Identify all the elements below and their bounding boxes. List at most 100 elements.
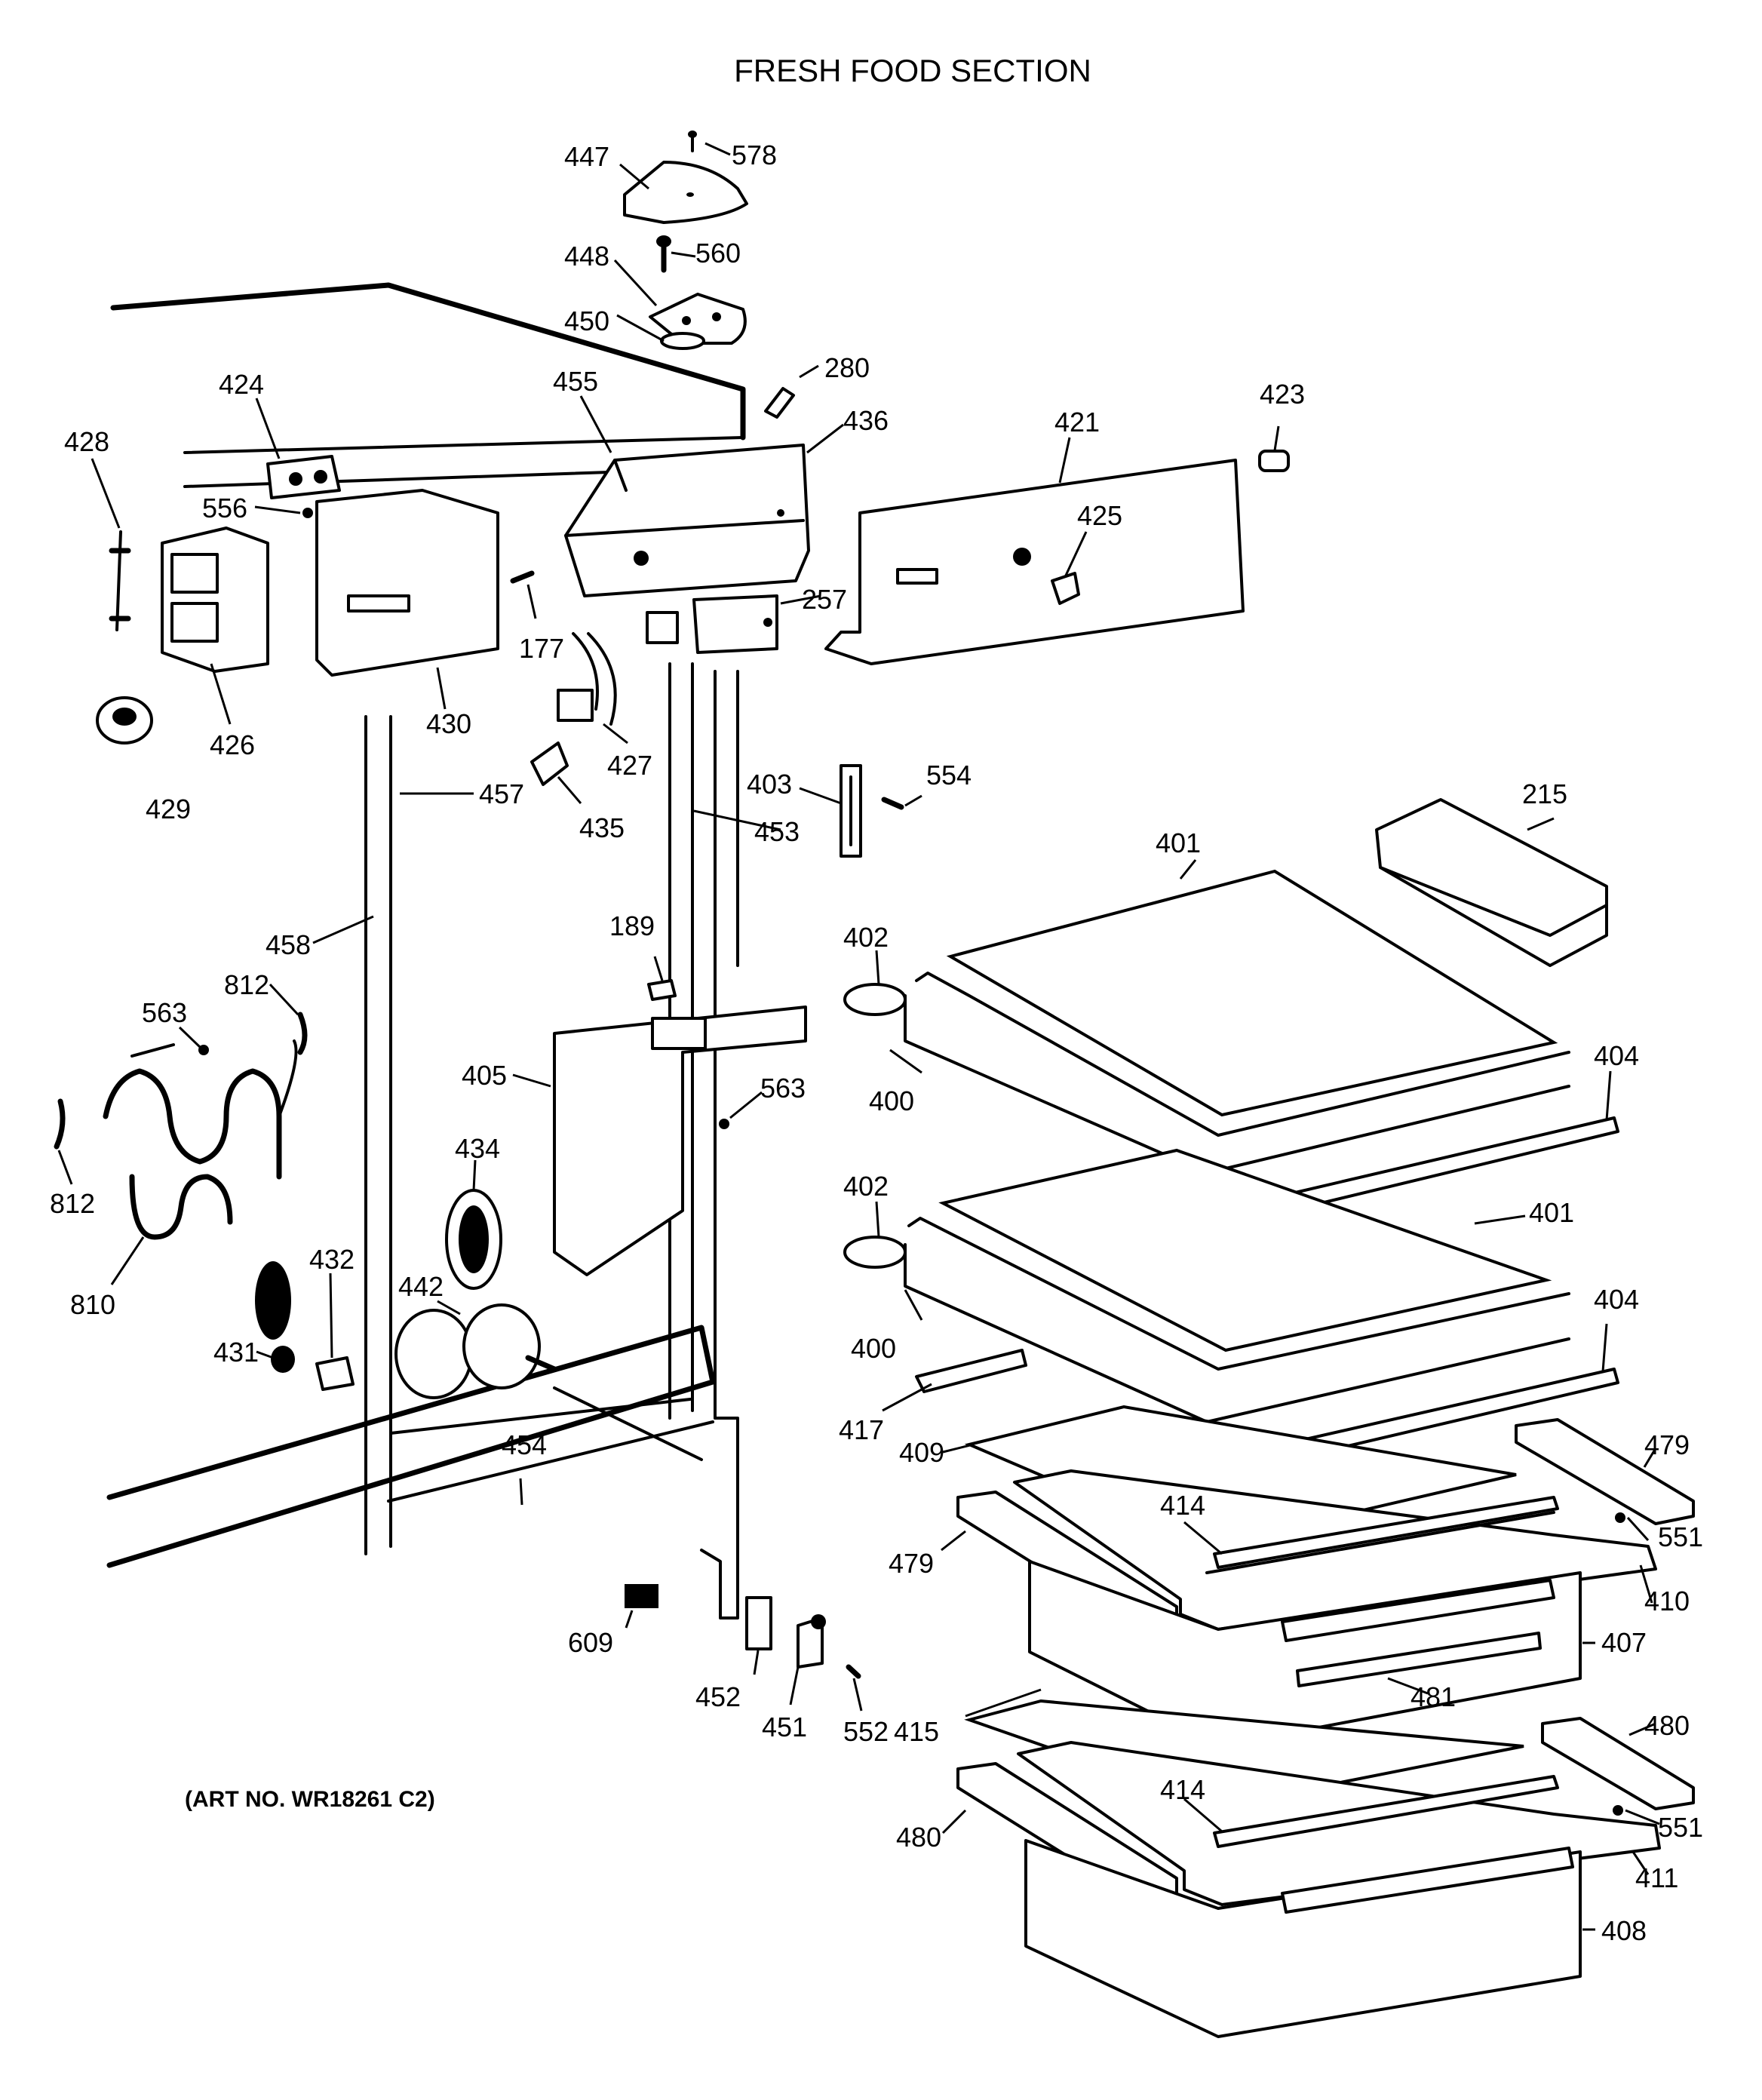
bracket-452 [745, 1596, 772, 1650]
callout-454: 454 [502, 1429, 547, 1460]
control-panel-421 [824, 459, 1245, 665]
callout-423: 423 [1260, 379, 1305, 410]
diagram-title: FRESH FOOD SECTION [734, 53, 1091, 88]
shim-450 [660, 332, 705, 350]
grille-434 [445, 1189, 502, 1290]
callout-280: 280 [824, 352, 870, 383]
hinge-cover-447 [623, 161, 748, 224]
callout-labels: 578 447 560 448 450 280 424 455 436 421 … [50, 140, 1703, 1946]
callout-431: 431 [213, 1337, 259, 1368]
callout-432: 432 [309, 1244, 355, 1275]
callout-453: 453 [754, 816, 800, 847]
screw-551b [1613, 1805, 1623, 1816]
clip-189 [647, 979, 677, 1001]
hinge-448 [649, 293, 747, 345]
callout-410: 410 [1644, 1586, 1690, 1616]
screw-563a [198, 1045, 209, 1055]
wire-cover-280 [764, 387, 795, 419]
callout-442: 442 [398, 1271, 444, 1302]
wiring-harness-427 [557, 611, 679, 726]
slide-479a [1515, 1418, 1695, 1525]
callout-563-left: 563 [142, 997, 187, 1028]
callout-424: 424 [219, 369, 264, 400]
spacer-432 [315, 1356, 355, 1391]
callout-429: 429 [146, 794, 191, 824]
callout-411: 411 [1635, 1862, 1678, 1893]
callout-609: 609 [568, 1627, 613, 1658]
screw-552 [846, 1664, 861, 1679]
callout-400-lower: 400 [851, 1333, 896, 1364]
art-number: (ART NO. WR18261 C2) [185, 1787, 435, 1812]
callout-403: 403 [747, 769, 792, 800]
heater-810 [103, 1039, 298, 1240]
grommet-431 [271, 1346, 295, 1373]
callout-810: 810 [70, 1289, 115, 1320]
callout-556: 556 [202, 493, 247, 523]
callout-421: 421 [1054, 407, 1100, 438]
screw-551a [1615, 1512, 1625, 1523]
callout-480-right: 480 [1644, 1710, 1690, 1741]
callout-434: 434 [455, 1133, 500, 1164]
callout-427: 427 [607, 750, 652, 781]
housing-436 [564, 444, 810, 597]
divider-bracket [700, 1417, 739, 1620]
callout-812-lower: 812 [50, 1188, 95, 1219]
callout-479-right: 479 [1644, 1429, 1690, 1460]
screw-556 [302, 508, 313, 518]
knob-429 [96, 696, 153, 745]
shelf-bin-215 [1375, 798, 1608, 967]
callout-435: 435 [579, 812, 625, 843]
callout-177: 177 [519, 633, 564, 664]
diode-609 [625, 1584, 658, 1608]
callout-405: 405 [462, 1060, 507, 1091]
knob-425 [1051, 572, 1080, 605]
callout-189: 189 [609, 910, 655, 941]
callout-481: 481 [1411, 1681, 1456, 1712]
callout-560: 560 [695, 238, 741, 269]
capillary-428 [109, 530, 131, 631]
callout-452: 452 [695, 1681, 741, 1712]
screw-560 [656, 235, 671, 273]
callout-428: 428 [64, 426, 109, 457]
shelf-support-403 [840, 764, 862, 858]
fan-motor-442 [394, 1303, 557, 1399]
callout-409: 409 [899, 1437, 944, 1468]
callout-215: 215 [1522, 778, 1567, 809]
side-rail-458 [364, 715, 392, 1555]
callout-415: 415 [894, 1716, 939, 1747]
callout-450: 450 [564, 305, 609, 336]
callout-448: 448 [564, 241, 609, 272]
callout-552: 552 [843, 1716, 889, 1747]
callout-407: 407 [1601, 1627, 1647, 1658]
callout-400-upper: 400 [869, 1085, 914, 1116]
callout-479-left: 479 [889, 1548, 934, 1579]
shelf-glass-401b [938, 1148, 1552, 1352]
light-socket-426 [161, 527, 269, 673]
callout-551-lower: 551 [1658, 1812, 1703, 1843]
callout-430: 430 [426, 708, 471, 739]
shelf-glass-401a [946, 869, 1558, 1117]
shelf-support-417 [915, 1349, 1027, 1393]
callout-436: 436 [843, 405, 889, 436]
callout-401-upper: 401 [1156, 827, 1201, 858]
callout-404-lower: 404 [1594, 1284, 1639, 1315]
rear-panel [553, 1386, 703, 1461]
callout-578: 578 [732, 140, 777, 170]
callout-554: 554 [926, 760, 972, 791]
timer-257 [692, 594, 778, 654]
callout-455: 455 [553, 366, 598, 397]
tube-812a [297, 1012, 308, 1055]
switch-435 [530, 741, 569, 786]
handle-414a [1213, 1496, 1559, 1569]
drawer-408 [1024, 1839, 1582, 2038]
leader-lines [57, 142, 1660, 1931]
screw-563b [719, 1119, 729, 1129]
housing-430 [315, 489, 499, 677]
callout-417: 417 [839, 1414, 884, 1445]
callout-414-upper: 414 [1160, 1490, 1205, 1521]
callout-402-lower: 402 [843, 1171, 889, 1202]
callout-551-upper: 551 [1658, 1521, 1703, 1552]
callout-404-upper: 404 [1594, 1040, 1639, 1071]
callout-457: 457 [479, 778, 524, 809]
